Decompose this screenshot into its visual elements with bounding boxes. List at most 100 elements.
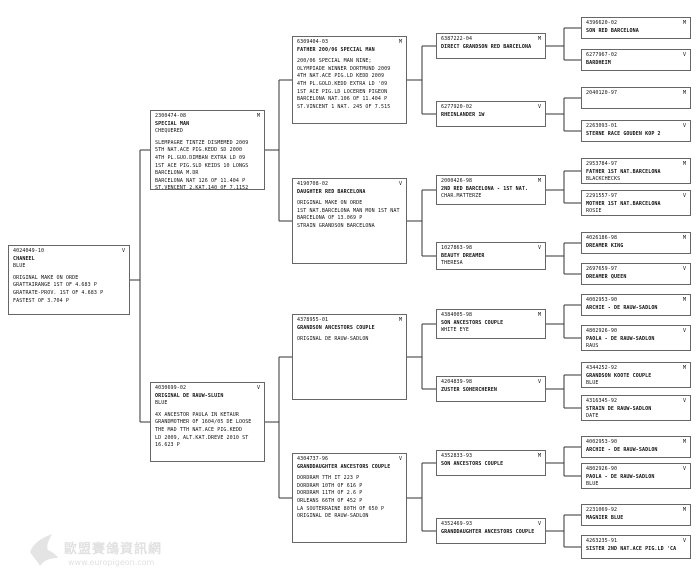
- sex-marker: M: [398, 39, 402, 45]
- pigeon-info-line: GRANDMOTHER OF 1604/05 DE LOOSE: [155, 419, 252, 426]
- sex-marker: V: [121, 248, 125, 254]
- pigeon-info-line: BLUE: [586, 481, 599, 488]
- pigeon-info-line: THERESA: [441, 260, 463, 267]
- ring-number: 2231069-92: [586, 507, 618, 513]
- pigeon-name: STRAIN DE RAUW-SADLON: [586, 405, 652, 412]
- pigeon-name: MAGNIER BLUE: [586, 514, 624, 521]
- ring-number: 2300474-08: [155, 113, 187, 119]
- pigeon-name: ARCHIE - DE RAUW-SADLON: [586, 304, 658, 311]
- sex-marker: V: [256, 385, 260, 391]
- pigeon-info-line: BLACKCHECKS: [586, 176, 621, 183]
- sex-marker: V: [537, 104, 541, 110]
- ring-number: 4316345-92: [586, 398, 618, 404]
- pigeon-info-line: STRAIN GRANDSON BARCELONA: [297, 222, 375, 229]
- pigeon-info-line: ORIGINAL MAKE ON ORDE: [13, 274, 79, 281]
- pigeon-name: GRANDSON ANCESTORS COUPLE: [297, 324, 375, 331]
- pigeon-info-line: 200/06 SPECIAL MAN NINE;: [297, 58, 372, 65]
- pigeon-info-line: ROSIE: [586, 208, 602, 215]
- sex-marker: M: [682, 365, 686, 371]
- ring-number: 6309404-03: [297, 39, 329, 45]
- ring-number: 4378955-01: [297, 317, 329, 323]
- pigeon-name: SISTER 2ND NAT.ACE PIG.LD 'CA: [586, 545, 677, 552]
- watermark-url: www.europigeon.com: [68, 558, 155, 567]
- sex-marker: M: [682, 20, 686, 26]
- ring-number: 4344252-92: [586, 365, 618, 371]
- watermark: 歐盟賽鴿資訊網 www.europigeon.com: [12, 528, 212, 578]
- pigeon-name: ARCHIE - DE RAUW-SADLON: [586, 446, 658, 453]
- sex-marker: V: [682, 266, 686, 272]
- pigeon-name: SON RED BARCELONA: [586, 27, 639, 34]
- ring-number: 4190708-02: [297, 181, 329, 187]
- pigeon-info-line: 4TH PL.GUO.DIMBAN EXTRA LD 09: [155, 154, 246, 161]
- sex-marker: V: [537, 521, 541, 527]
- pigeon-name: 2ND RED BARCELONA - 1ST NAT.: [441, 185, 529, 192]
- pigeon-name: SPECIAL MAN: [155, 120, 190, 127]
- pigeon-info-line: CHAR.MATTERZE: [441, 193, 482, 200]
- ring-number: 2697659-97: [586, 266, 618, 272]
- pigeon-info-line: BARCELONA OF 13.069 P: [297, 215, 363, 222]
- pigeon-info-line: 1ST ACE PIG.LD LOCEREN PIGEON: [297, 88, 388, 95]
- ring-number: 4263235-91: [586, 538, 618, 544]
- pigeon-info-line: BARCELONA NAT.106 OF 11.404 P: [297, 96, 388, 103]
- sex-marker: M: [537, 36, 541, 42]
- pigeon-name: SON ANCESTORS COUPLE: [441, 319, 504, 326]
- sex-marker: M: [682, 439, 686, 445]
- pigeon-info-line: CHEQUERED: [155, 128, 183, 135]
- ring-number: 4802926-90: [586, 466, 618, 472]
- pigeon-name: ZUSTER SOHERCHEREN: [441, 386, 497, 393]
- pigeon-name: DIRECT GRANDSON RED BARCELONA: [441, 43, 532, 50]
- pigeon-info-line: BARCELONA M.DR: [155, 170, 199, 177]
- ring-number: 2953784-97: [586, 161, 618, 167]
- ring-number: 4026186-98: [586, 235, 618, 241]
- ring-number: 2040120-97: [586, 90, 618, 96]
- sex-marker: V: [682, 328, 686, 334]
- sex-marker: M: [256, 113, 260, 119]
- pigeon-info-line: 4TH PL.GOLD.KEDD EXTRA LD '09: [297, 80, 388, 87]
- sex-marker: V: [682, 193, 686, 199]
- pigeon-name: SON ANCESTORS COUPLE: [441, 460, 504, 467]
- pigeon-info-line: LA SOUTERRAINE 80TH OF 650 P: [297, 505, 385, 512]
- pigeon-info-line: THE MAD TTH NAT.ACE PIG.KEDD: [155, 426, 243, 433]
- ring-number: 4024049-10: [13, 248, 45, 254]
- pigeon-name: CHANEEL: [13, 255, 35, 262]
- ring-number: 2263093-01: [586, 123, 618, 129]
- pigeon-info-line: SLEMPAGRE TINTZE DISMEMED 2009: [155, 139, 249, 146]
- ring-number: 4352469-93: [441, 521, 473, 527]
- sex-marker: M: [537, 312, 541, 318]
- ring-number: 4802926-90: [586, 328, 618, 334]
- sex-marker: V: [537, 245, 541, 251]
